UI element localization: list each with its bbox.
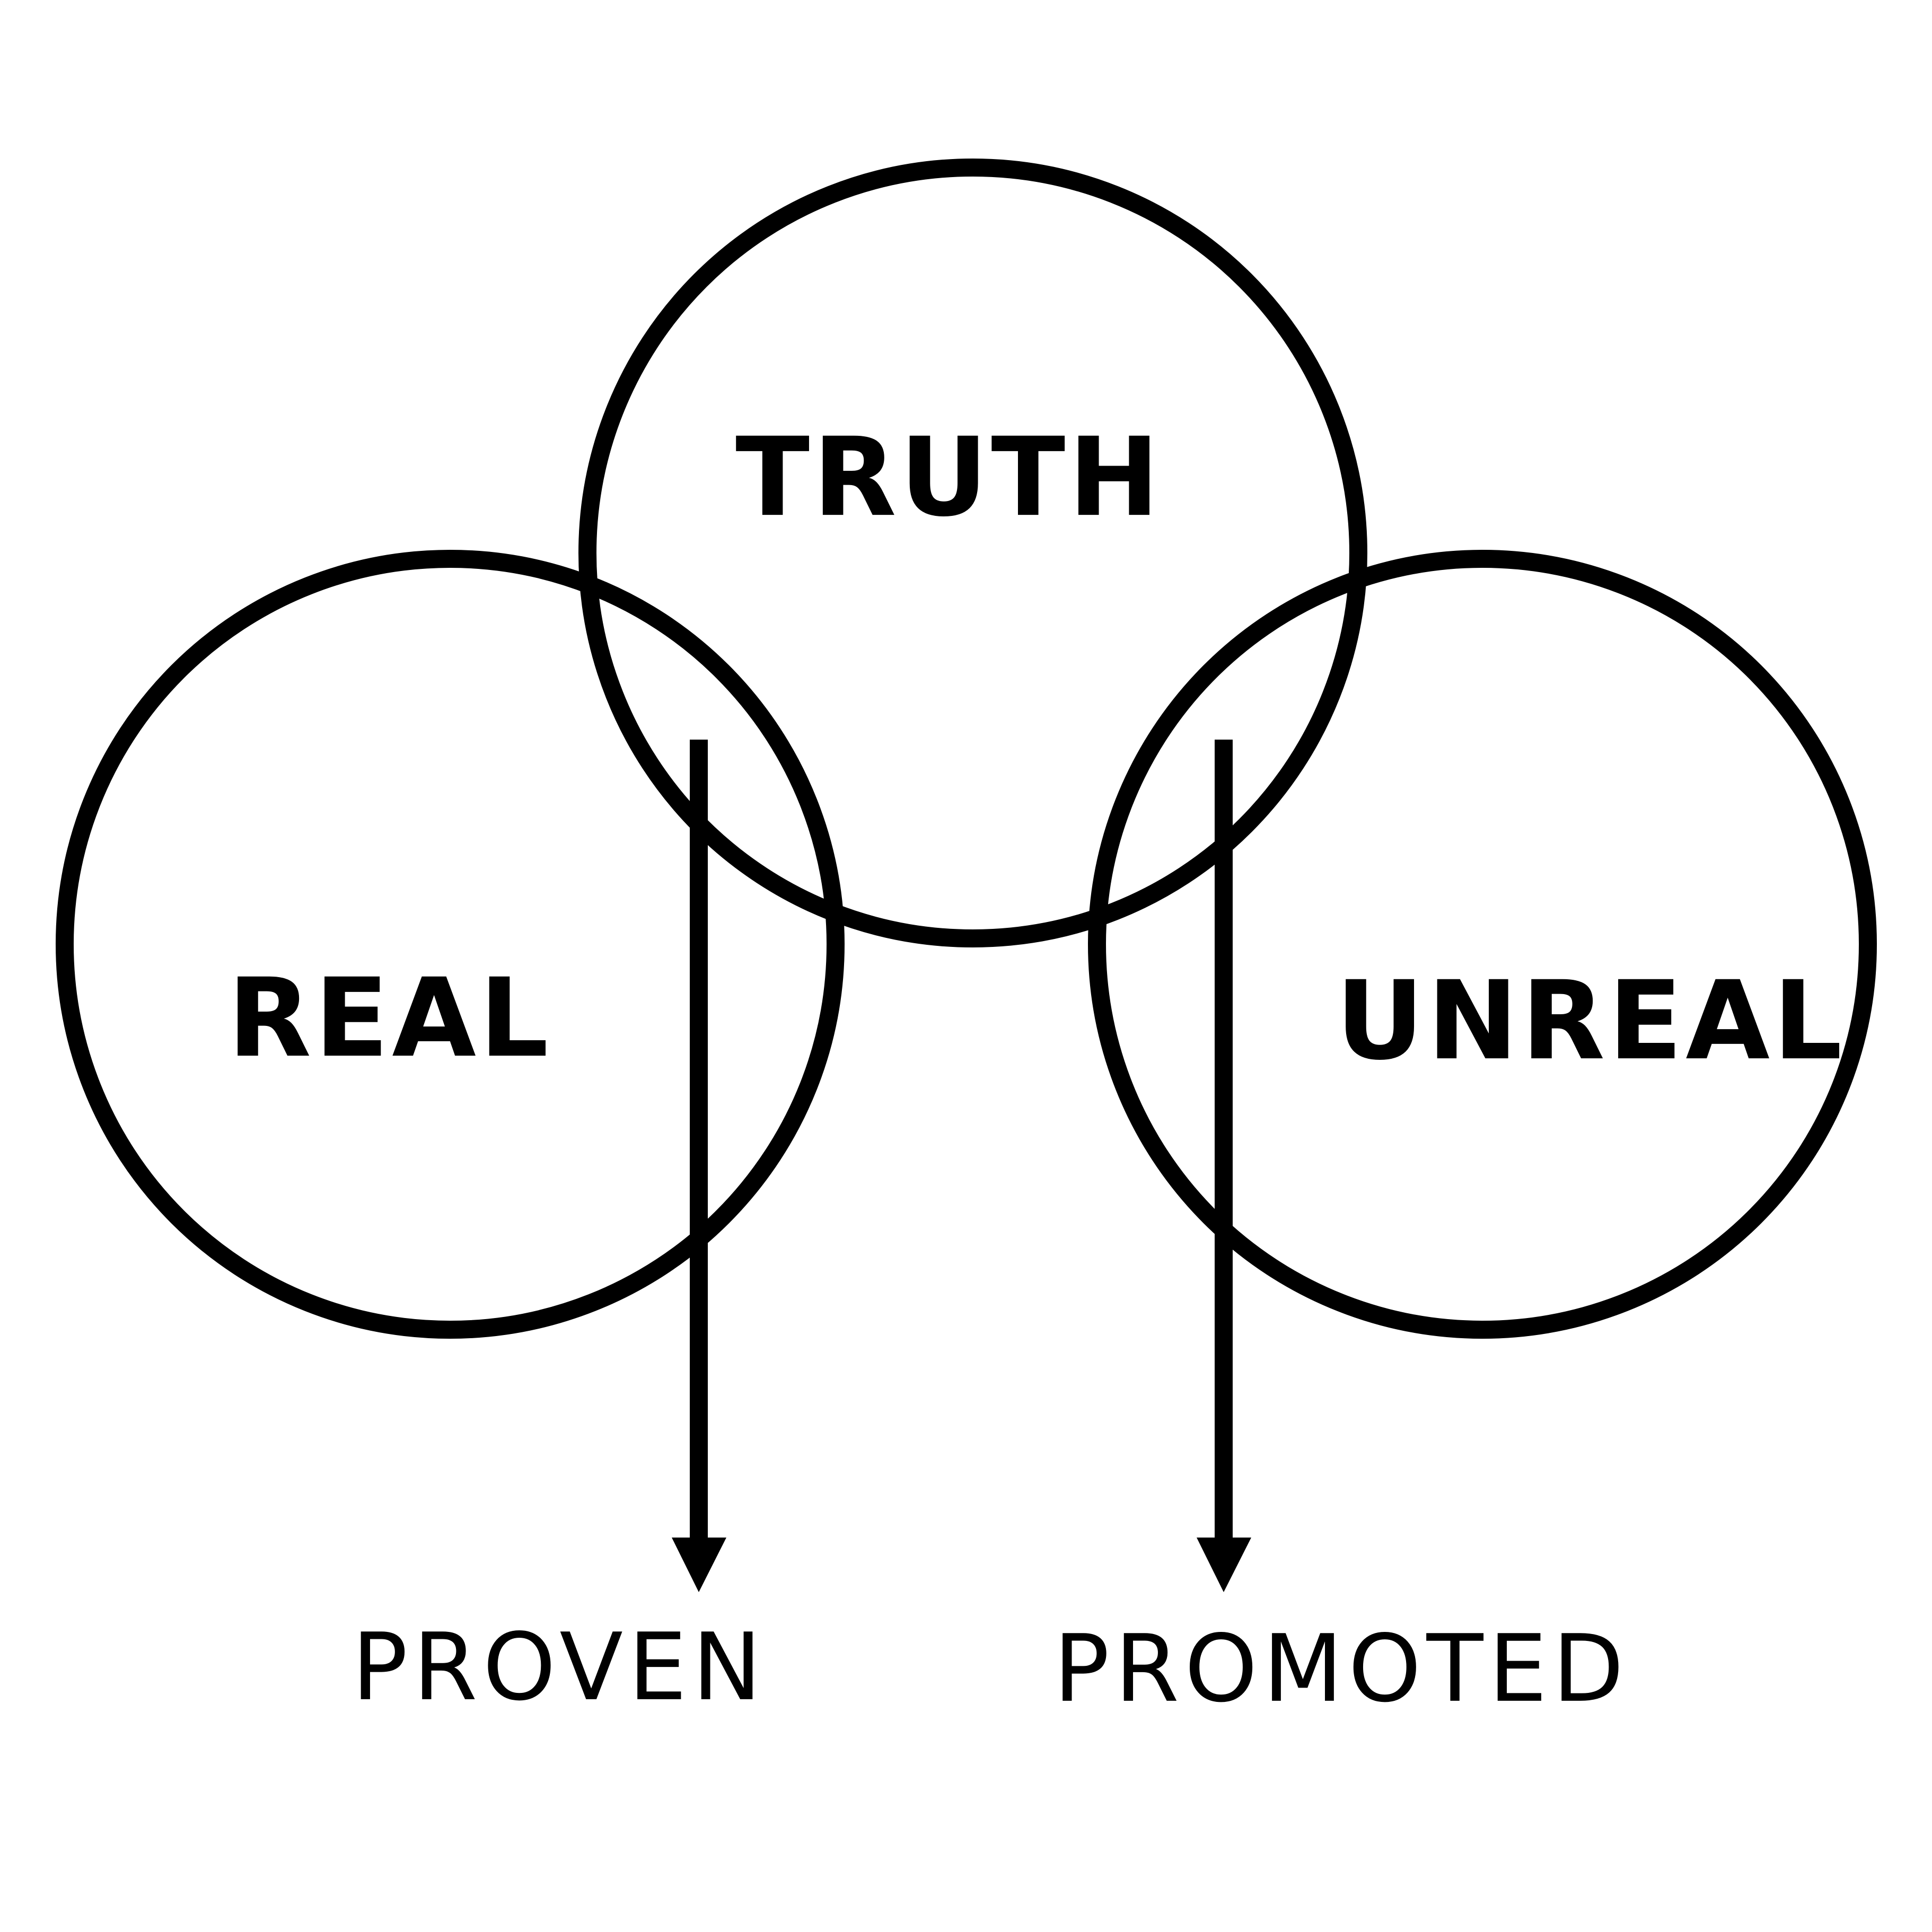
proven-arrow-shaft	[690, 740, 708, 1540]
real-label: REAL	[227, 955, 551, 1082]
promoted-arrow-head	[1197, 1538, 1251, 1592]
proven-arrow-head	[672, 1538, 726, 1592]
promoted-arrow-shaft	[1215, 740, 1233, 1540]
promoted-label: PROMOTED	[1053, 1615, 1629, 1723]
unreal-label: UNREAL	[1336, 958, 1845, 1084]
real-circle	[56, 550, 845, 1339]
truth-label: TRUTH	[735, 415, 1163, 541]
unreal-circle	[1088, 550, 1877, 1339]
proven-arrow	[672, 740, 726, 1592]
truth-circle	[578, 159, 1367, 947]
promoted-arrow	[1197, 740, 1251, 1592]
proven-label: PROVEN	[352, 1614, 767, 1722]
